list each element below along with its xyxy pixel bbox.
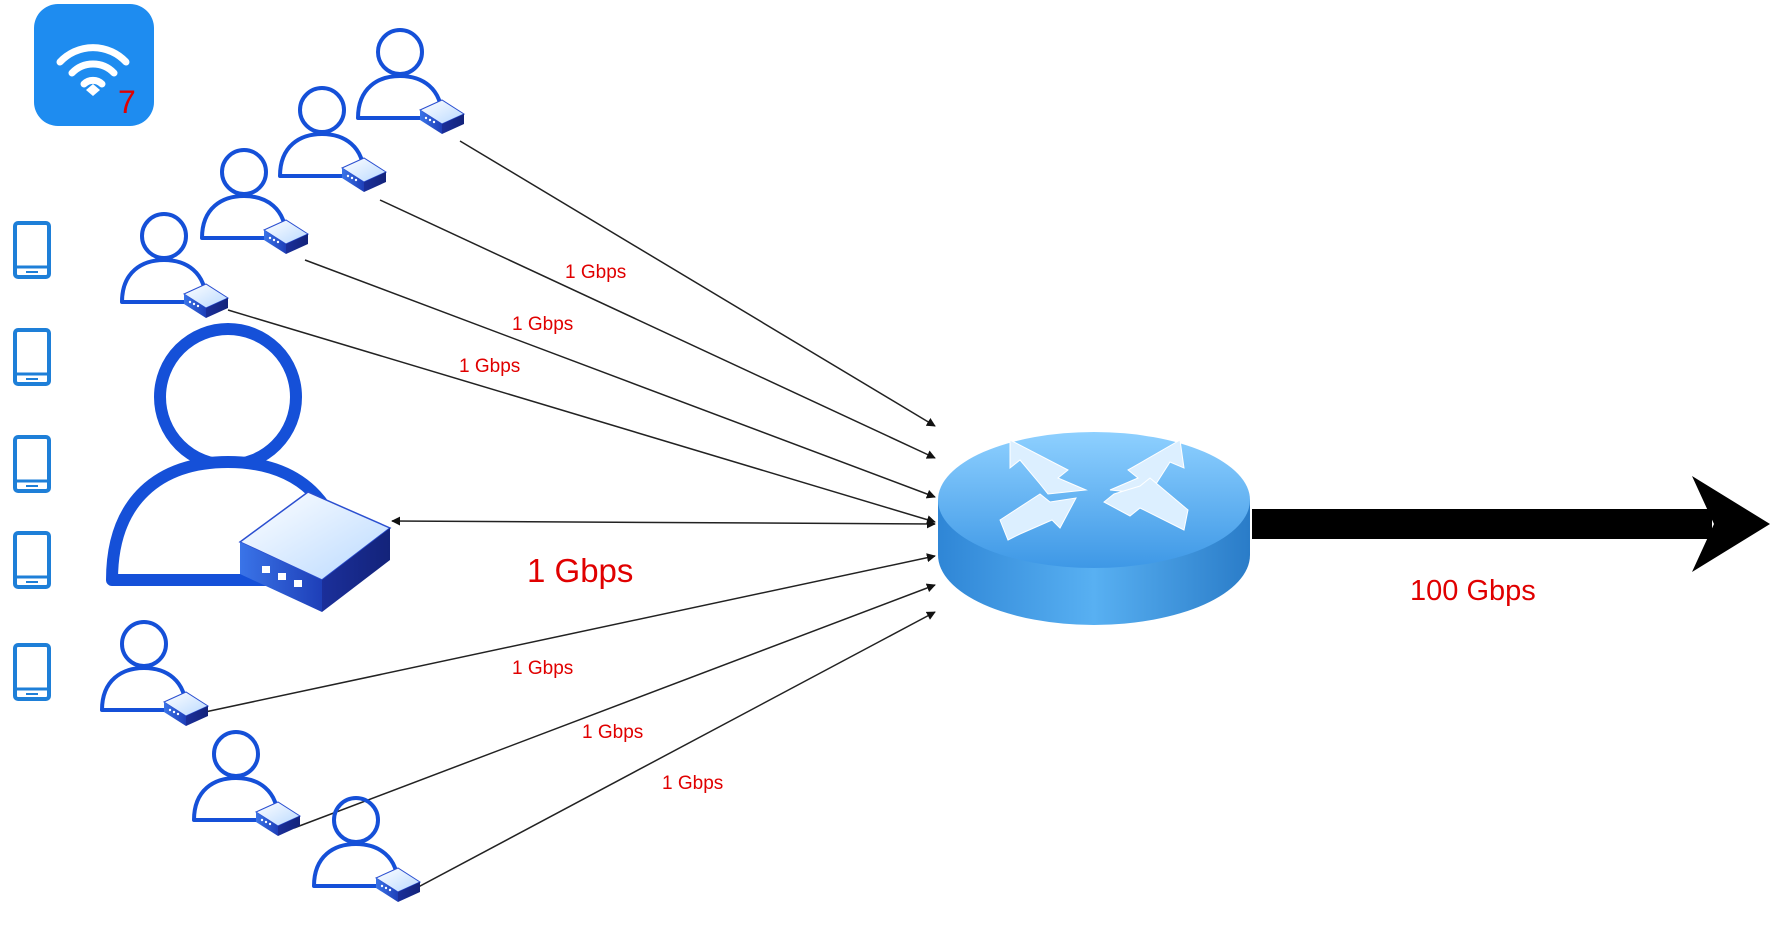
user-icon <box>192 730 280 822</box>
link-label-main: 1 Gbps <box>527 552 633 589</box>
wifi-badge: 7 <box>118 84 136 120</box>
wifi-icon <box>56 44 130 88</box>
user-icon <box>100 620 188 712</box>
smartphone-icon <box>13 435 51 493</box>
link-line <box>406 611 936 894</box>
user-icon <box>312 796 400 888</box>
user-icon <box>200 148 288 240</box>
link-label-upper-2: 1 Gbps <box>512 314 573 335</box>
link-line <box>293 583 936 829</box>
router-icon <box>938 432 1250 625</box>
user-icon <box>356 28 444 120</box>
smartphone-icon <box>13 221 51 279</box>
router-body-top <box>938 432 1250 568</box>
user-node <box>100 620 209 727</box>
link-line <box>379 199 936 459</box>
smartphone-icon <box>13 643 51 701</box>
router-arrows <box>999 439 1189 541</box>
link-line <box>227 309 936 524</box>
link-label-upper-1: 1 Gbps <box>565 262 626 283</box>
user-node <box>356 28 465 135</box>
link-label-lower-1: 1 Gbps <box>512 658 573 679</box>
uplink-shaft <box>1252 509 1712 539</box>
modem-icon <box>238 491 392 612</box>
link-label-upper-3: 1 Gbps <box>459 356 520 377</box>
smartphone-icon <box>13 328 51 386</box>
uplink-label: 100 Gbps <box>1410 575 1536 607</box>
uplink-arrowhead <box>1692 476 1770 572</box>
wifi-app-tile: 7 <box>34 4 154 126</box>
lower-links <box>204 553 936 894</box>
phone-column <box>13 221 51 701</box>
main-link-line <box>391 516 936 529</box>
uplink-arrow <box>1252 476 1770 572</box>
user-icon <box>278 86 366 178</box>
user-icon <box>120 212 208 304</box>
wifi-dot <box>86 84 100 96</box>
main-user-node <box>106 323 392 612</box>
smartphone-icon <box>13 531 51 589</box>
user-node <box>192 730 301 837</box>
link-line <box>304 259 936 499</box>
link-line <box>204 553 936 713</box>
link-line <box>459 140 936 427</box>
link-label-lower-2: 1 Gbps <box>582 722 643 743</box>
link-label-lower-3: 1 Gbps <box>662 773 723 794</box>
upper-links <box>227 140 936 524</box>
user-icon <box>154 323 302 471</box>
